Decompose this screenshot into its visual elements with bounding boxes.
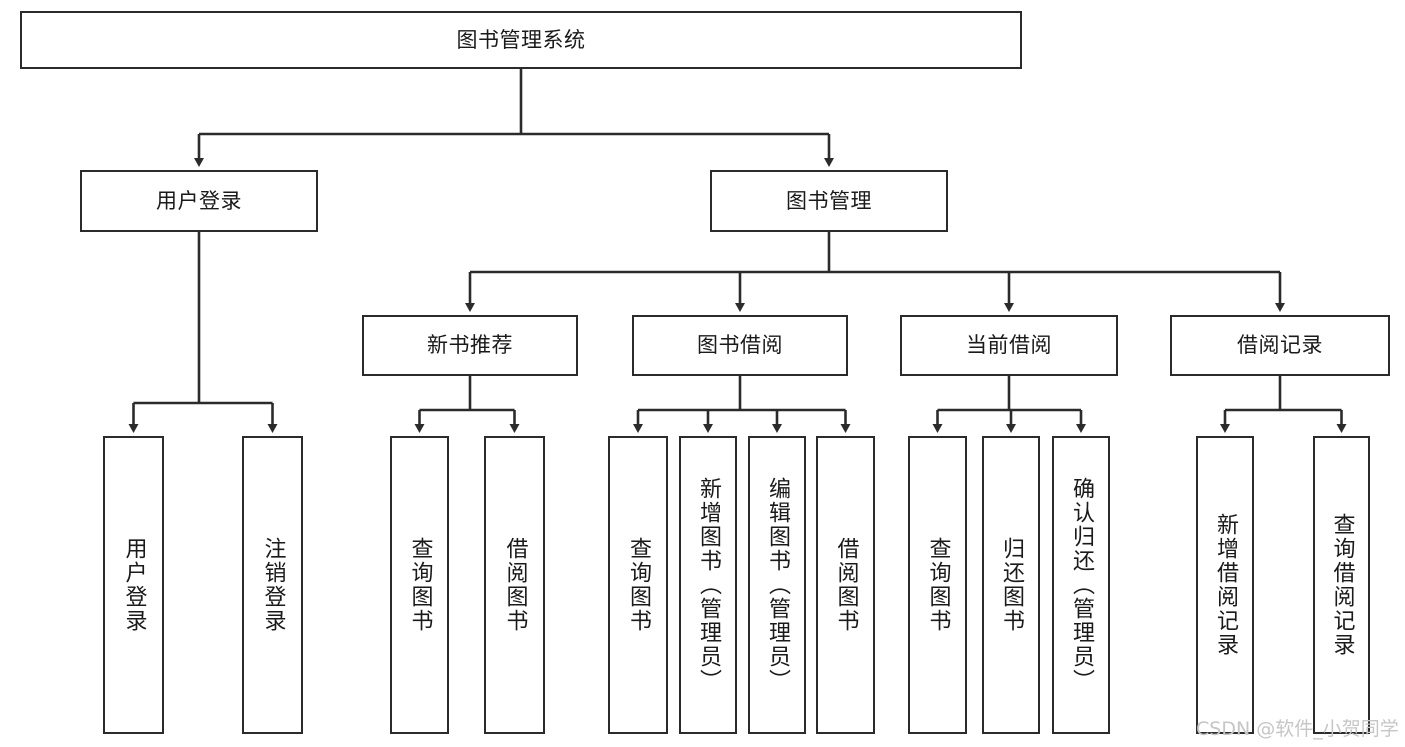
node-borrow-record[interactable]: 借阅记录 [1170, 315, 1390, 376]
node-current-borrow[interactable]: 当前借阅 [900, 315, 1118, 376]
node-book-manage[interactable]: 图书管理 [710, 170, 948, 232]
node-leaf-confirm-ret[interactable]: 确认归还（管理员） [1052, 436, 1110, 734]
node-leaf-return-book[interactable]: 归还图书 [982, 436, 1040, 734]
node-user-login[interactable]: 用户登录 [80, 170, 318, 232]
node-leaf-add-record[interactable]: 新增借阅记录 [1196, 436, 1254, 734]
node-leaf-query-book-3[interactable]: 查询图书 [908, 436, 967, 734]
node-label-leaf-borrow-book-2: 借阅图书 [833, 537, 859, 633]
node-leaf-logout[interactable]: 注销登录 [242, 436, 303, 734]
node-leaf-query-book-1[interactable]: 查询图书 [390, 436, 449, 734]
node-label-leaf-query-book-1: 查询图书 [407, 537, 433, 633]
csdn-watermark: CSDN @软件_小贺同学 [1196, 718, 1399, 740]
node-label-leaf-user-login: 用户登录 [121, 537, 147, 633]
node-root[interactable]: 图书管理系统 [20, 11, 1022, 69]
node-new-book-rec[interactable]: 新书推荐 [362, 315, 578, 376]
connector-lines [128, 69, 1347, 433]
node-book-borrow[interactable]: 图书借阅 [632, 315, 848, 376]
node-label-leaf-query-record: 查询借阅记录 [1329, 513, 1355, 657]
node-label-leaf-add-book: 新增图书（管理员） [696, 477, 721, 693]
node-label-leaf-query-book-2: 查询图书 [626, 537, 651, 633]
node-leaf-add-book[interactable]: 新增图书（管理员） [679, 436, 737, 734]
node-label-leaf-confirm-ret: 确认归还（管理员） [1069, 477, 1094, 693]
node-leaf-borrow-book-1[interactable]: 借阅图书 [484, 436, 545, 734]
node-leaf-query-book-2[interactable]: 查询图书 [608, 436, 668, 734]
node-label-leaf-edit-book: 编辑图书（管理员） [765, 477, 790, 693]
node-leaf-user-login[interactable]: 用户登录 [103, 436, 164, 734]
node-label-root: 图书管理系统 [456, 27, 586, 52]
node-label-leaf-return-book: 归还图书 [999, 537, 1024, 633]
node-label-leaf-query-book-3: 查询图书 [925, 537, 951, 633]
node-label-user-login: 用户登录 [156, 188, 242, 213]
node-label-leaf-borrow-book-1: 借阅图书 [502, 537, 528, 633]
node-label-leaf-add-record: 新增借阅记录 [1213, 513, 1238, 657]
node-label-book-borrow: 图书借阅 [697, 333, 783, 358]
node-label-book-manage: 图书管理 [786, 188, 872, 213]
node-label-leaf-logout: 注销登录 [260, 537, 286, 633]
node-label-current-borrow: 当前借阅 [966, 333, 1052, 358]
node-label-borrow-record: 借阅记录 [1237, 333, 1323, 358]
node-label-new-book-rec: 新书推荐 [427, 333, 513, 358]
node-leaf-borrow-book-2[interactable]: 借阅图书 [816, 436, 875, 734]
node-leaf-edit-book[interactable]: 编辑图书（管理员） [748, 436, 806, 734]
node-leaf-query-record[interactable]: 查询借阅记录 [1313, 436, 1370, 734]
